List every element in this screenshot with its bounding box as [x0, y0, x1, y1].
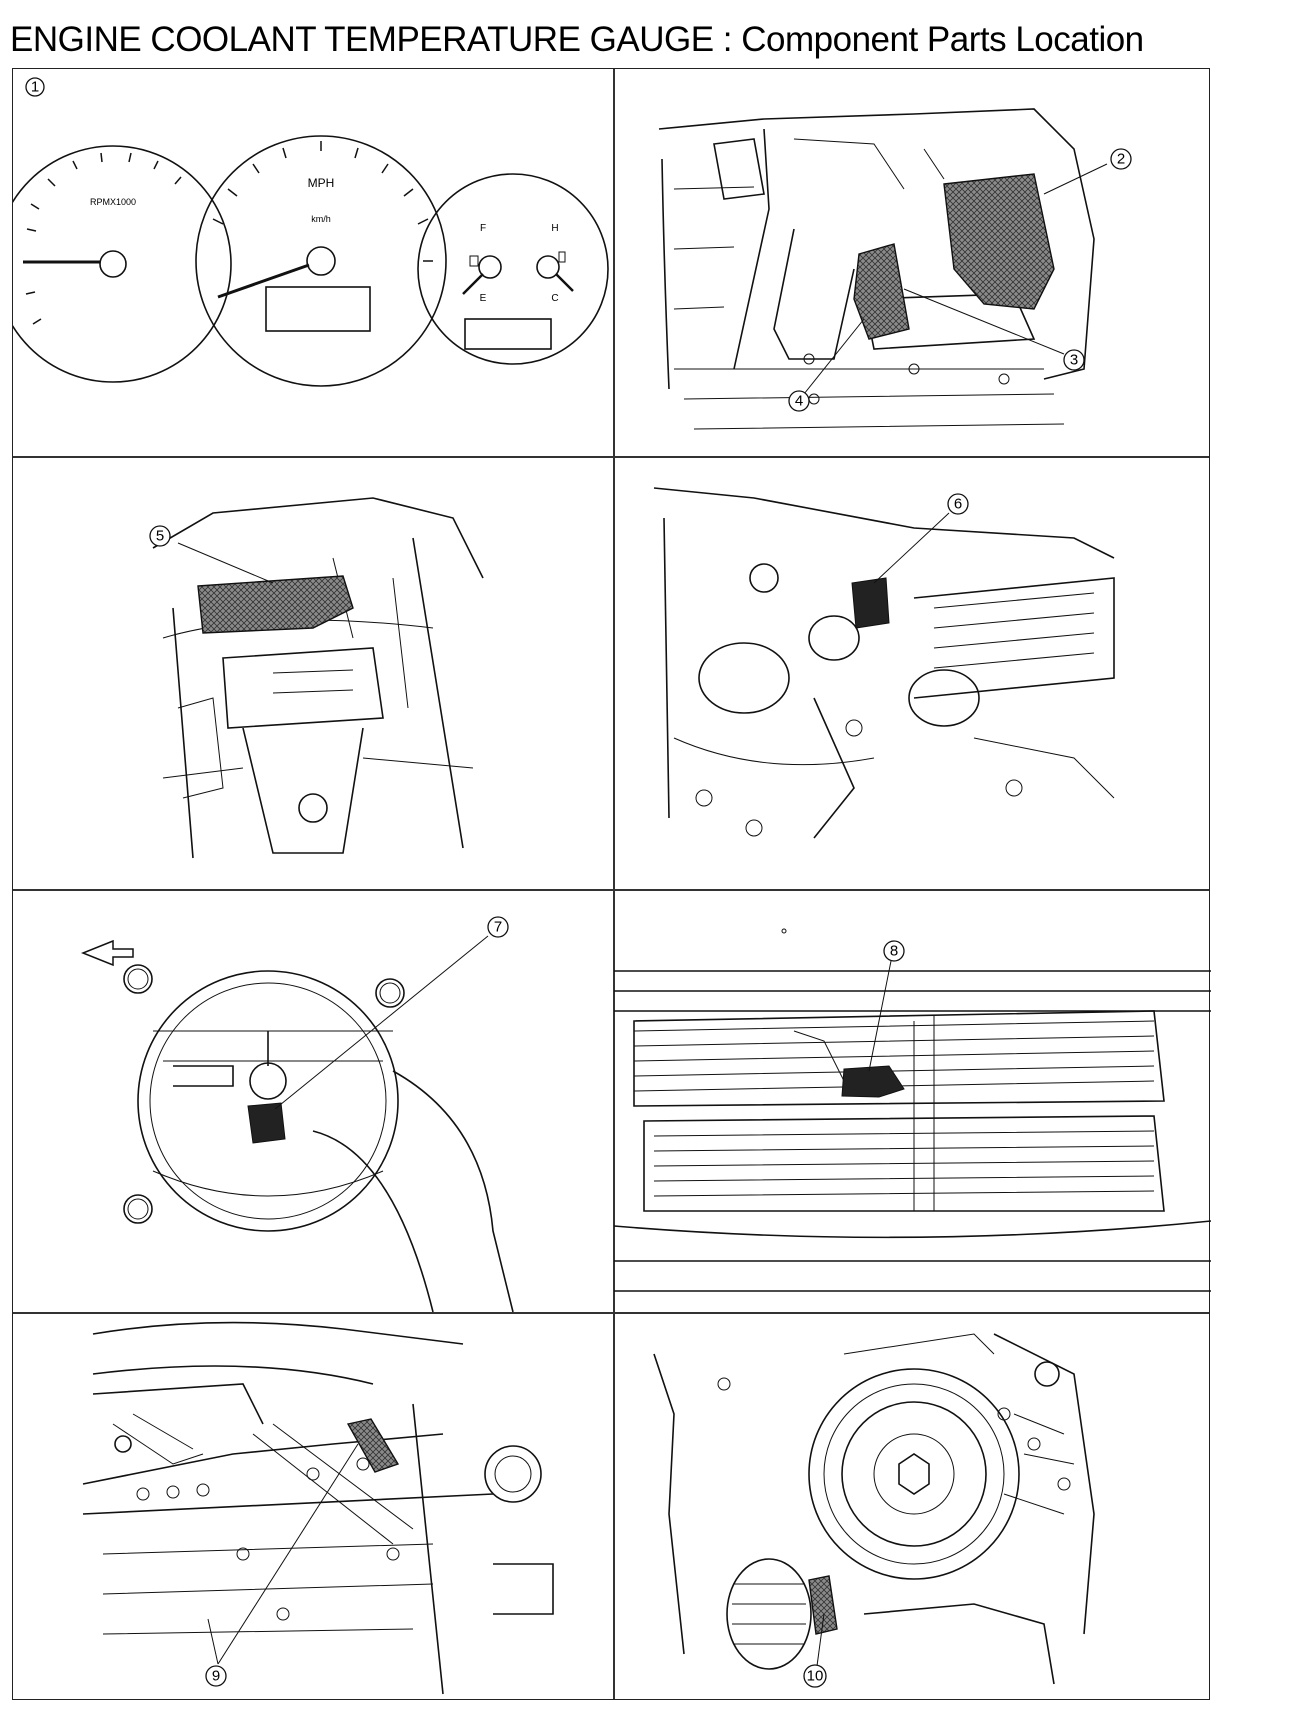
engine-top-linework [653, 487, 1115, 839]
svg-text:10: 10 [807, 1668, 824, 1685]
svg-text:1: 1 [31, 79, 39, 96]
panel-combination-meter: 1 RPMX1000 [13, 69, 613, 456]
fuse-block-dark [851, 577, 890, 629]
coolant-temp-icon [558, 251, 566, 263]
fuel-tank-linework [123, 964, 514, 1312]
callout-3: 3 [1063, 349, 1085, 371]
grid-divider-row-3 [13, 1312, 1209, 1314]
svg-text:4: 4 [795, 393, 803, 410]
svg-text:5: 5 [156, 528, 164, 545]
callout-8: 8 [883, 940, 905, 962]
temp-hot-label: H [551, 223, 558, 234]
fuel-temp-dial: F E H C [417, 173, 609, 365]
crank-pulley-linework [653, 1333, 1095, 1685]
svg-text:2: 2 [1117, 151, 1125, 168]
grille-linework [614, 928, 1211, 1292]
engine-room-linework [658, 108, 1095, 430]
speed-sub-label: km/h [311, 214, 331, 224]
callout-6: 6 [947, 493, 969, 515]
grid-divider-row-1 [13, 456, 1209, 458]
callout-4: 4 [788, 390, 810, 412]
svg-text:8: 8 [890, 943, 898, 960]
callout-5: 5 [149, 525, 171, 547]
speed-label: MPH [308, 176, 335, 190]
coolant-temp-sensor-10 [808, 1575, 838, 1635]
ambient-sensor-dark [841, 1065, 905, 1098]
grid-divider-row-2 [13, 889, 1209, 891]
ecm-box [943, 173, 1055, 310]
coolant-temp-sensor-9 [346, 1418, 400, 1473]
panel-instrument-harness: 5 [13, 458, 613, 889]
svg-text:7: 7 [494, 919, 502, 936]
fuel-empty-label: E [480, 293, 487, 304]
svg-text:3: 3 [1070, 352, 1078, 369]
component-location-grid: 1 RPMX1000 [12, 68, 1211, 1701]
callout-9: 9 [205, 1665, 227, 1687]
panel-radiator-grille: 8 [614, 891, 1211, 1312]
speedometer-dial: MPH km/h [195, 135, 447, 387]
callout-10: 10 [803, 1664, 827, 1688]
fuel-full-label: F [480, 223, 486, 234]
engine-side-linework [82, 1321, 554, 1695]
tachometer-dial: RPMX1000 [13, 145, 232, 383]
grid-divider-vertical [613, 69, 615, 1699]
panel-engine-room-ecm: 2 3 4 [614, 69, 1211, 456]
callout-7: 7 [487, 916, 509, 938]
front-arrow-icon [80, 939, 134, 967]
callout-2: 2 [1110, 148, 1132, 170]
dash-interior-linework [152, 497, 484, 859]
svg-text:9: 9 [212, 1668, 220, 1685]
panel-engine-side: 9 [13, 1314, 613, 1701]
fuel-sensor-connector [247, 1102, 286, 1144]
bcm-box [197, 575, 354, 634]
panel-crank-pulley: 10 [614, 1314, 1211, 1701]
page-title: ENGINE COOLANT TEMPERATURE GAUGE : Compo… [10, 20, 1144, 59]
svg-text:6: 6 [954, 496, 962, 513]
tach-label: RPMX1000 [90, 197, 136, 207]
panel-engine-top: 6 [614, 458, 1211, 889]
ipdm-box [853, 243, 910, 340]
fuel-pump-icon [469, 255, 479, 267]
temp-cold-label: C [551, 293, 558, 304]
panel-fuel-level-sensor: 7 [13, 891, 613, 1312]
callout-1: 1 [25, 77, 45, 97]
